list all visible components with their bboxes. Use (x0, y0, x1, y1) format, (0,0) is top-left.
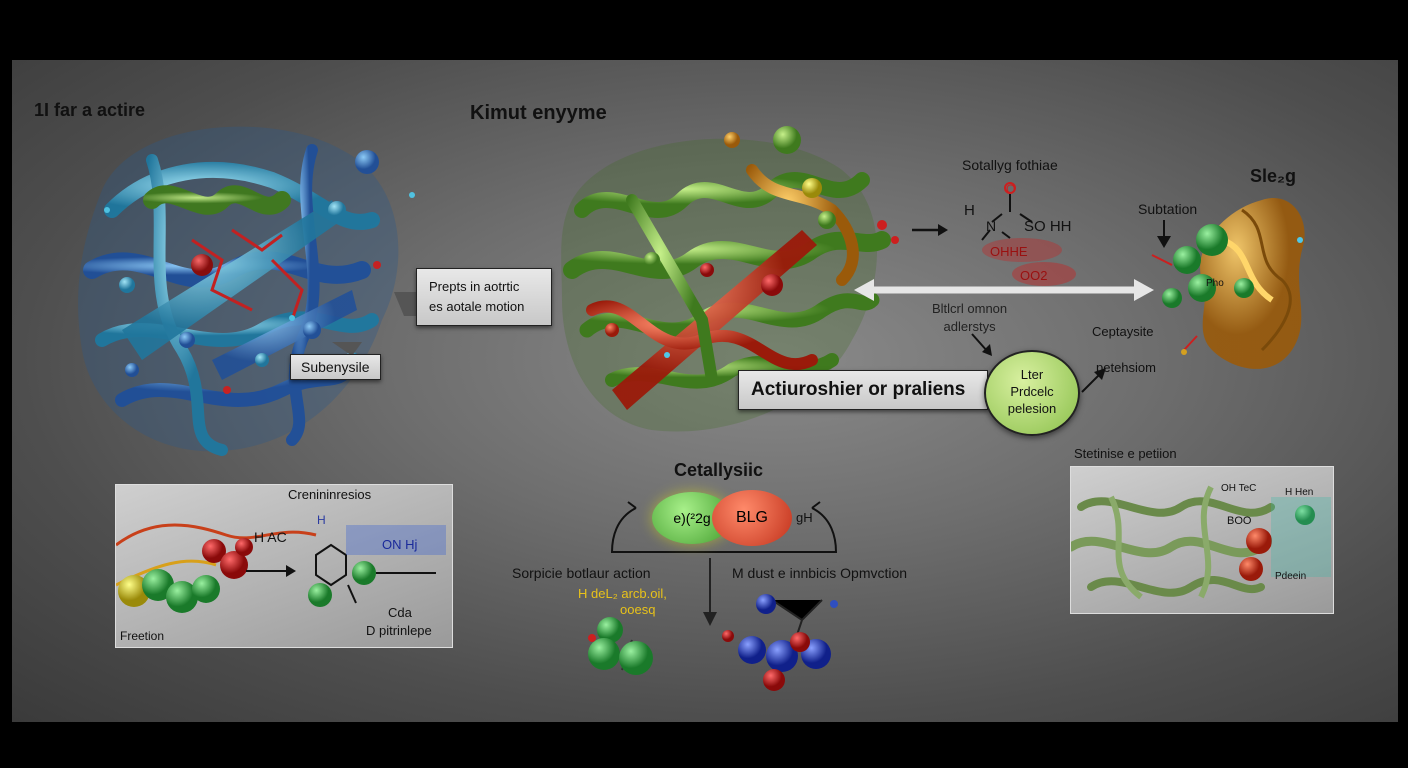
formula-onhe: OHHE (990, 244, 1028, 259)
ceptaysite-line1: Ceptaysite (1092, 324, 1154, 339)
circle-line1: Lter (1020, 367, 1044, 382)
circle-line2: Prdcelc (1010, 384, 1054, 399)
prep-box-pointer (394, 292, 416, 316)
center-green-protein (561, 126, 899, 432)
panel-left-freetion: Freetion (120, 629, 165, 643)
right-gold-protein (1151, 198, 1305, 369)
left-panel-molecules (116, 523, 446, 613)
lobe-label: Pho (1206, 278, 1224, 289)
catalysic-bracket (610, 501, 838, 553)
formula-n: N (986, 218, 997, 234)
panel-left-chem3: H (317, 513, 326, 527)
right-bottom-caption: M dust e innbicis Opmvction (732, 565, 908, 581)
panel-left-cda: Cda (388, 605, 412, 620)
subenysile-label: Subenysile (290, 354, 381, 380)
formula-o: O (1006, 182, 1016, 196)
panel-right-l4: Pdeein (1275, 571, 1307, 582)
left-bottom-panel: Crenininresios H AC H ON Hj Cda D pitrin… (115, 484, 453, 648)
top-left-title: 1I far a actire (34, 100, 146, 120)
ceptaysite-label: Ceptaysite petehsiom (1092, 314, 1156, 386)
down-arrow-icon (703, 558, 717, 626)
circle-line3: pelesion (1007, 401, 1057, 416)
bubble-left-text: e)(²2g (673, 510, 711, 526)
panel-left-d: D pitrinlepe (366, 623, 432, 638)
panel-left-chem1: H AC (254, 529, 287, 545)
panel-right-title: Stetinise e petiion (1074, 446, 1177, 461)
ceptaysite-line2: petehsiom (1096, 360, 1156, 375)
prep-box: Prepts in aotrtic es aotale motion (416, 268, 552, 326)
caption-arrow-icon (971, 333, 992, 356)
actiuroshier-box: Actiuroshier or praliens (738, 370, 988, 410)
right-bottom-panel: OH TeC H Hen BOO Pdeein (1070, 466, 1334, 614)
ceptaysite-arrow-icon (1081, 368, 1106, 393)
formula-oo2: OO2 (1020, 268, 1048, 283)
panel-left-chem2: ON Hj (382, 537, 418, 552)
bottom-molecules (588, 594, 838, 691)
yellow-text-line2: ooesq (620, 602, 656, 617)
right-title: Sle₂g (1250, 166, 1297, 186)
left-bottom-caption: Sorpicie botlaur action (512, 565, 651, 581)
yellow-text: H deL₂ arcb.oil, ooesq (578, 586, 667, 618)
chemical-formula (981, 182, 1076, 286)
bubble-red: BLG (712, 490, 792, 546)
panel-right-l2: H Hen (1285, 487, 1314, 498)
double-arrow-icon (854, 279, 1154, 301)
process-circle: Lter Prdcelc pelesion (984, 350, 1080, 436)
arrow-caption-line1: Bltlcrl omnon (932, 301, 1008, 316)
prep-box-line2: es aotale motion (429, 299, 525, 314)
right-panel-protein (1071, 485, 1331, 600)
center-title: Kimut enyyme (470, 102, 607, 124)
right-arrow-icon (912, 224, 948, 236)
formula-h: H (964, 202, 975, 219)
prep-box-line1: Prepts in aotrtic (429, 279, 520, 294)
left-blue-protein (78, 126, 415, 456)
panel-left-title: Crenininresios (288, 487, 372, 502)
subenysile-notch (332, 342, 362, 356)
catalysic-title: Cetallysiic (674, 460, 764, 480)
bubble-right-text: BLG (735, 509, 768, 526)
catalytic-formula-title: Sotallyg fothiae (962, 157, 1058, 173)
subtation-label: Subtation (1138, 201, 1198, 217)
yellow-text-line1: H deL₂ arcb.oil, (578, 586, 667, 601)
diagram-canvas: 1I far a actire Subenysile Prepts in aot… (12, 60, 1398, 722)
subtation-arrow-icon (1157, 220, 1171, 248)
bubble-suffix: gH (796, 510, 813, 525)
arrow-caption: Bltlcrl omnon adlerstys (932, 300, 1007, 336)
formula-so: SO HH (1024, 218, 1072, 235)
panel-right-l3: BOO (1227, 515, 1252, 527)
arrow-caption-line2: adlerstys (943, 319, 996, 334)
panel-right-l1: OH TeC (1221, 483, 1257, 494)
